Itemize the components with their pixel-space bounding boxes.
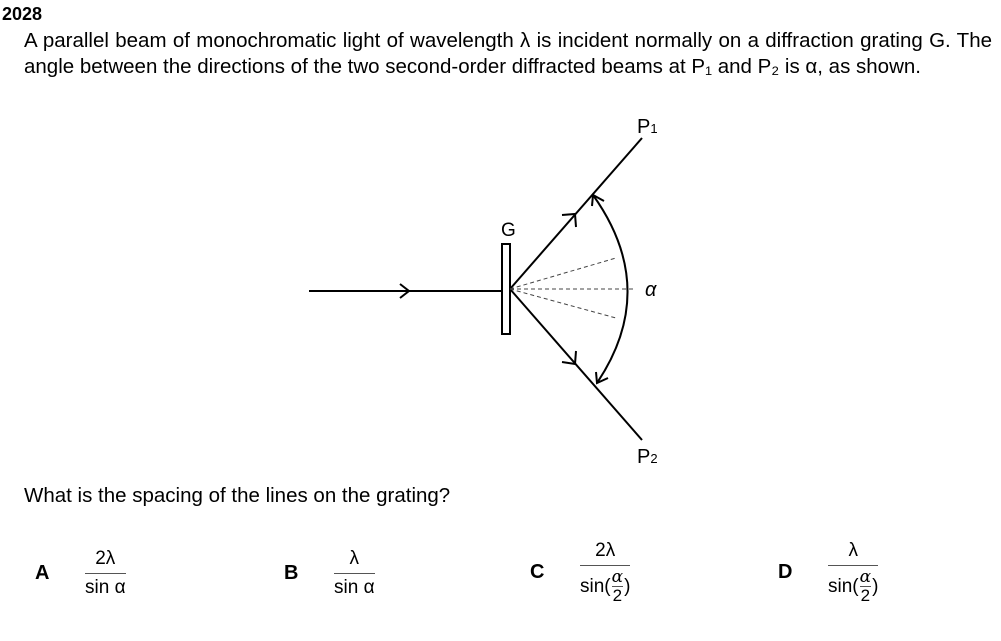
question-prompt: What is the spacing of the lines on the … <box>24 484 451 507</box>
angle-arc <box>592 194 629 384</box>
beam-p1-arrow-icon <box>561 212 577 228</box>
question-stem: A parallel beam of monochromatic light o… <box>24 29 992 78</box>
question-number: 2028 <box>2 4 43 24</box>
p1-label: P1 <box>637 116 658 138</box>
beam-p2 <box>509 288 643 441</box>
beam-p2-arrow-icon <box>561 350 577 366</box>
beam-p1 <box>509 137 643 290</box>
angle-label: α <box>645 279 657 301</box>
incident-arrow-icon <box>399 283 411 299</box>
grating <box>501 243 511 335</box>
grating-label: G <box>501 220 516 241</box>
normal-dashed-lines <box>509 257 636 319</box>
arc-arrow-bottom-icon <box>595 371 609 385</box>
p2-label: P2 <box>637 446 658 468</box>
arc-arrow-top-icon <box>591 193 605 207</box>
